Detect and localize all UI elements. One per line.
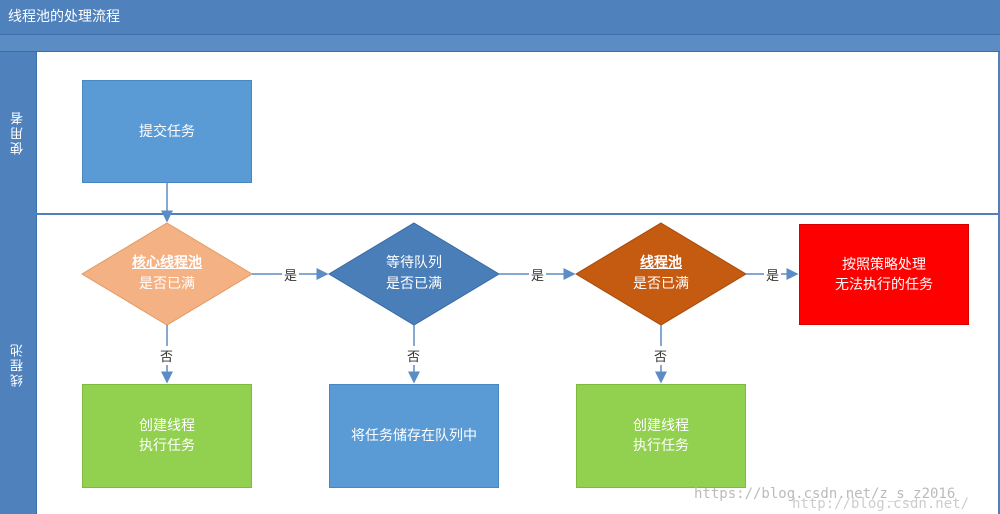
create1-line2: 执行任务 bbox=[139, 438, 195, 454]
create-thread-node-1: 创建线程 执行任务 bbox=[82, 384, 252, 488]
decision-pool-text: 线程池 是否已满 bbox=[576, 223, 746, 325]
decision-pool-line2: 是否已满 bbox=[633, 276, 689, 292]
edge-label-yes-1: 是 bbox=[282, 265, 300, 284]
edge-label-no-2: 否 bbox=[405, 346, 423, 365]
lane-label-pool: 线程池 bbox=[0, 215, 37, 514]
submit-task-node: 提交任务 bbox=[82, 80, 252, 183]
watermark-line2: http://blog.csdn.net/ bbox=[792, 496, 970, 512]
reject-policy-node: 按照策略处理 无法执行的任务 bbox=[799, 224, 969, 325]
decision-pool-line1: 线程池 bbox=[640, 255, 682, 271]
enqueue-text: 将任务储存在队列中 bbox=[351, 428, 477, 444]
reject-line2: 无法执行的任务 bbox=[835, 276, 933, 293]
create2-line2: 执行任务 bbox=[633, 438, 689, 454]
decision-queue-line2: 是否已满 bbox=[386, 276, 442, 292]
reject-line1: 按照策略处理 bbox=[842, 256, 926, 273]
submit-task-text: 提交任务 bbox=[139, 123, 195, 140]
edge-label-yes-2: 是 bbox=[529, 265, 547, 284]
decision-core-text: 核心线程池 是否已满 bbox=[82, 223, 252, 325]
create2-line1: 创建线程 bbox=[633, 418, 689, 434]
create-thread-node-2: 创建线程 执行任务 bbox=[576, 384, 746, 488]
watermark-line1: https://blog.csdn.net/z_s_z2016 bbox=[694, 486, 956, 502]
page-title: 线程池的处理流程 bbox=[0, 0, 1000, 34]
decision-core-line1: 核心线程池 bbox=[132, 255, 202, 271]
edge-label-no-1: 否 bbox=[158, 346, 176, 365]
decision-queue-text: 等待队列 是否已满 bbox=[329, 223, 499, 325]
enqueue-task-node: 将任务储存在队列中 bbox=[329, 384, 499, 488]
decision-core-line2: 是否已满 bbox=[139, 276, 195, 292]
edge-label-yes-3: 是 bbox=[764, 265, 782, 284]
lane-label-user: 使用者 bbox=[0, 52, 37, 213]
lane-right-border bbox=[998, 52, 1000, 514]
edge-label-no-3: 否 bbox=[652, 346, 670, 365]
header-strip bbox=[0, 34, 1000, 52]
lane-divider bbox=[0, 213, 1000, 215]
create1-line1: 创建线程 bbox=[139, 418, 195, 434]
decision-queue-line1: 等待队列 bbox=[386, 255, 442, 271]
